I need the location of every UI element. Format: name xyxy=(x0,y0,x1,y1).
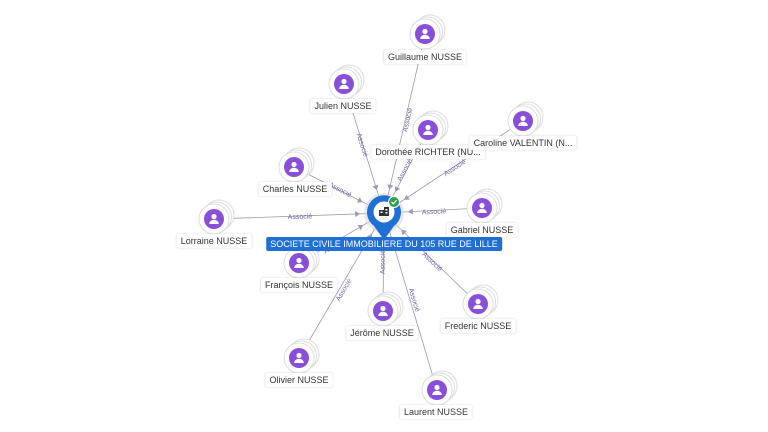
person-icon xyxy=(294,352,304,363)
person-label-charles[interactable]: Charles NUSSE xyxy=(258,182,332,196)
person-label-caroline[interactable]: Caroline VALENTIN (N... xyxy=(469,136,577,150)
person-label-jerome[interactable]: Jérôme NUSSE xyxy=(346,326,418,340)
edge-arrow-dorothee xyxy=(394,186,401,192)
person-icon xyxy=(420,28,430,39)
edge-arrow-charles xyxy=(356,197,363,203)
person-node-laurent[interactable] xyxy=(421,370,458,406)
person-node-dorothee[interactable] xyxy=(412,110,449,146)
edge-label-jerome: Associé xyxy=(380,250,387,275)
person-icon xyxy=(289,161,299,172)
edge-label-dorothee: Associé xyxy=(396,158,414,183)
edge-label-julien: Associé xyxy=(355,132,369,158)
edge-arrow-caroline xyxy=(404,194,410,200)
edge-arrow-julien xyxy=(372,184,379,191)
person-icon xyxy=(209,213,219,224)
person-label-olivier[interactable]: Olivier NUSSE xyxy=(265,373,333,387)
center-company-node[interactable] xyxy=(364,193,404,240)
person-label-francois[interactable]: François NUSSE xyxy=(260,278,338,292)
person-label-gabriel[interactable]: Gabriel NUSSE xyxy=(446,223,518,237)
person-node-julien[interactable] xyxy=(328,64,365,100)
edge-label-caroline: Associé xyxy=(443,159,467,178)
person-icon xyxy=(432,384,442,395)
edge-label-laurent: Associé xyxy=(407,287,421,313)
person-label-julien[interactable]: Julien NUSSE xyxy=(310,99,376,113)
edge-frederic xyxy=(383,212,479,305)
person-label-guillaume[interactable]: Guillaume NUSSE xyxy=(383,50,467,64)
person-icon xyxy=(518,115,528,126)
edge-arrow-frederic xyxy=(401,229,407,236)
person-node-charles[interactable] xyxy=(278,147,315,183)
person-icon xyxy=(339,78,349,89)
building-icon xyxy=(379,207,389,216)
person-node-frederic[interactable] xyxy=(462,284,499,320)
person-label-lorraine[interactable]: Lorraine NUSSE xyxy=(176,234,252,248)
edge-arrow-guillaume xyxy=(387,184,394,190)
person-icon xyxy=(378,305,388,316)
edge-label-frederic: Associé xyxy=(421,251,444,273)
person-node-olivier[interactable] xyxy=(283,338,320,374)
edge-label-lorraine: Associé xyxy=(288,213,313,221)
person-label-laurent[interactable]: Laurent NUSSE xyxy=(399,405,473,419)
person-label-dorothee[interactable]: Dorothée RICHTER (NU... xyxy=(371,145,485,159)
person-icon xyxy=(294,257,304,268)
edge-arrow-gabriel xyxy=(407,208,413,215)
person-node-lorraine[interactable] xyxy=(198,199,235,235)
edge-arrow-lorraine xyxy=(355,211,361,218)
center-company-label[interactable]: SOCIETE CIVILE IMMOBILIERE DU 105 RUE DE… xyxy=(266,237,502,251)
edge-label-gabriel: Associé xyxy=(422,208,447,216)
person-node-jerome[interactable] xyxy=(367,291,404,327)
person-icon xyxy=(477,202,487,213)
person-node-caroline[interactable] xyxy=(507,101,544,137)
person-node-guillaume[interactable] xyxy=(409,14,446,50)
check-icon xyxy=(388,196,400,208)
person-node-gabriel[interactable] xyxy=(466,188,503,224)
person-icon xyxy=(423,124,433,135)
person-icon xyxy=(473,298,483,309)
edge-arrow-francois xyxy=(357,225,364,231)
edge-label-olivier: Associé xyxy=(335,278,353,303)
person-label-frederic[interactable]: Frederic NUSSE xyxy=(440,319,516,333)
